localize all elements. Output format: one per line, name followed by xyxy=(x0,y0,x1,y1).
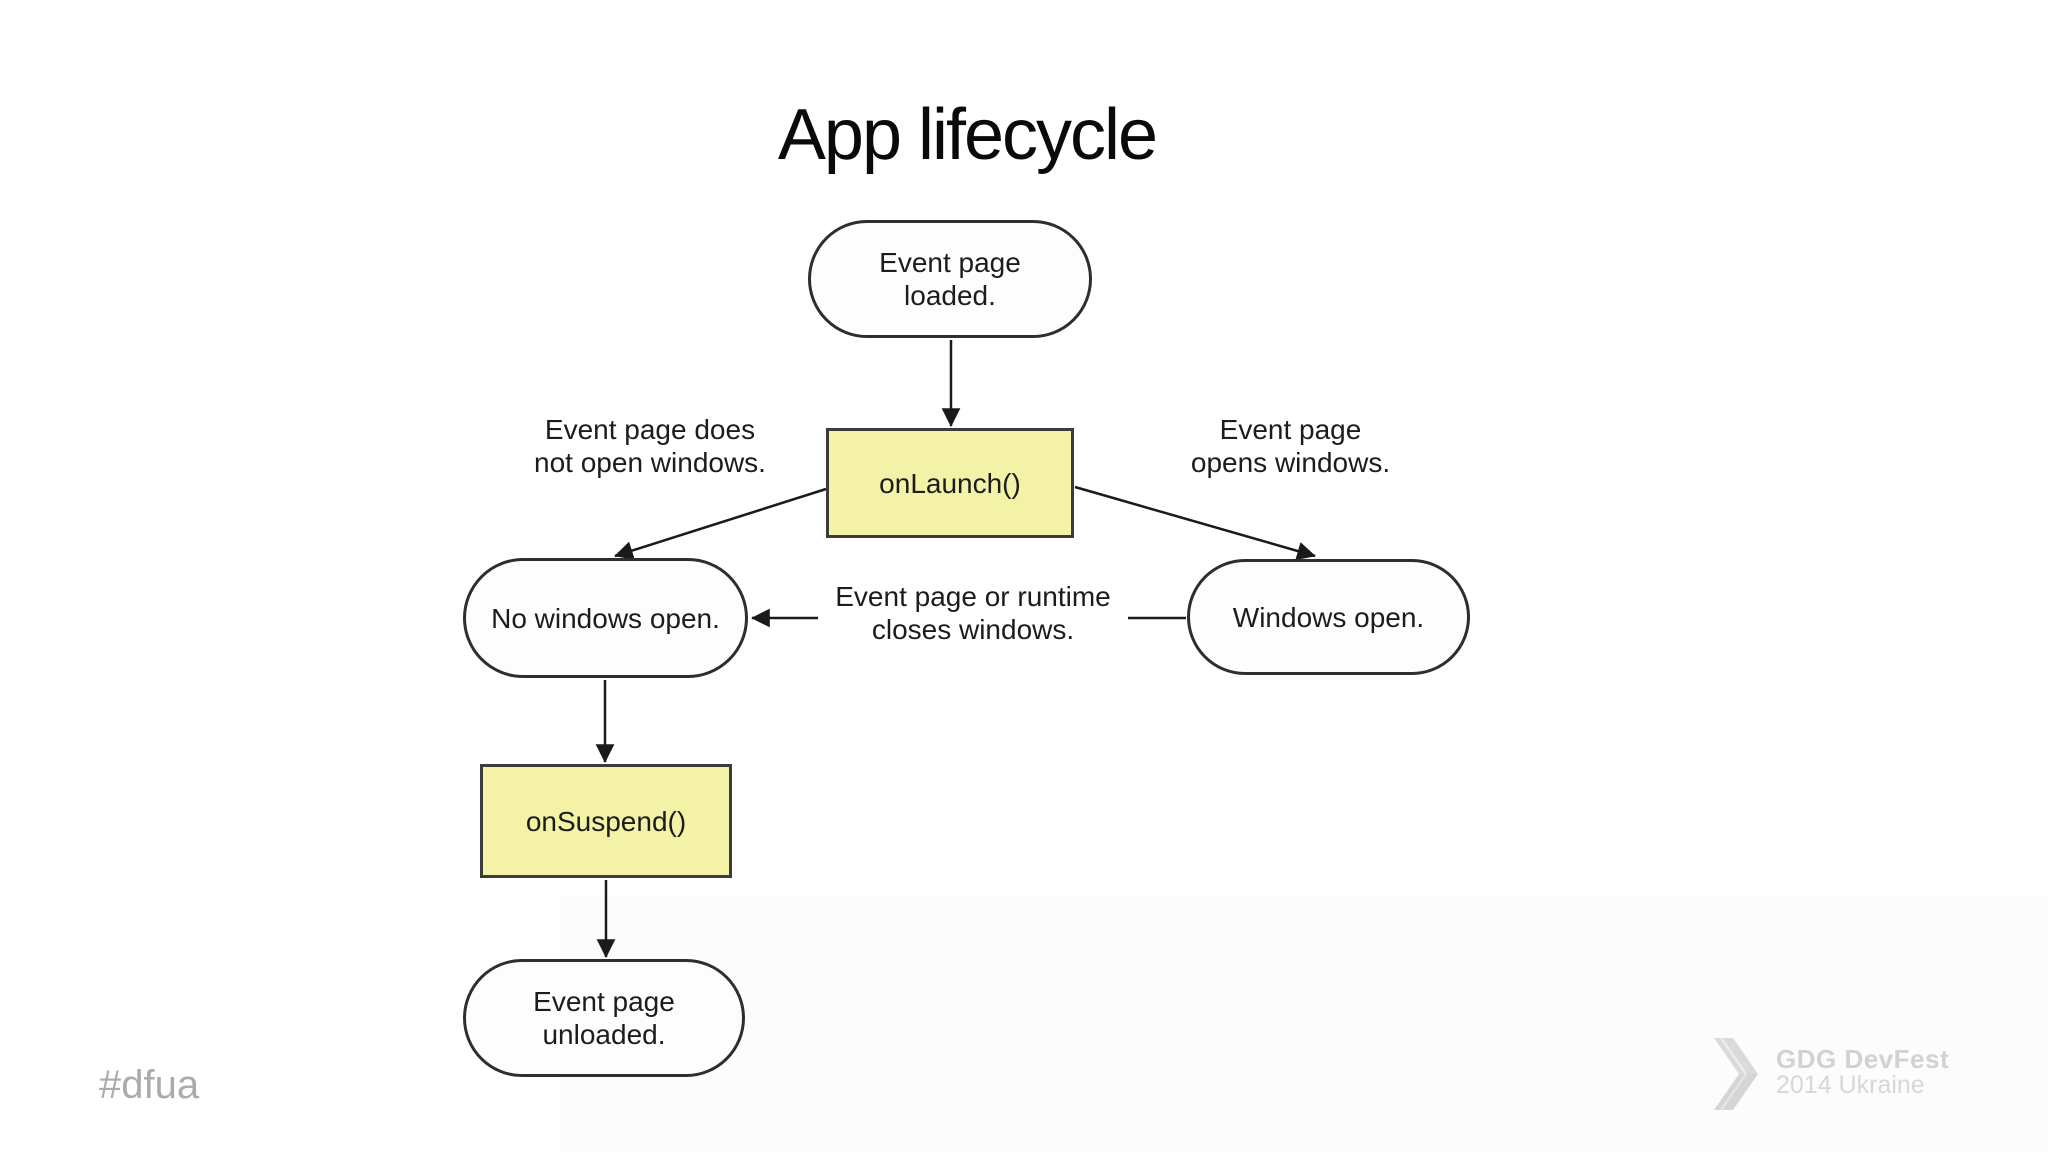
edge-label-does-not-open-windows: Event page does not open windows. xyxy=(534,414,766,478)
slide-title: App lifecycle xyxy=(777,95,1158,175)
hashtag-label: #dfua xyxy=(99,1063,200,1107)
background-tint xyxy=(560,897,2048,1152)
node-event-page-unloaded: Event page unloaded. xyxy=(463,959,745,1077)
chevron-icon xyxy=(1714,1037,1758,1111)
node-windows-open: Windows open. xyxy=(1187,559,1470,675)
arrow-onlaunch-to-windows xyxy=(1074,485,1316,561)
logo-edition: 2014 Ukraine xyxy=(1776,1071,1925,1099)
node-onsuspend: onSuspend() xyxy=(480,764,732,878)
logo-name: GDG DevFest xyxy=(1776,1044,1950,1074)
arrow-onlaunch-to-nowindows xyxy=(614,487,827,560)
node-event-page-loaded: Event page loaded. xyxy=(808,220,1092,338)
logo-text: GDG DevFest 2014 Ukraine xyxy=(1776,1036,1949,1098)
node-onlaunch: onLaunch() xyxy=(826,428,1074,538)
edge-label-opens-windows: Event page opens windows. xyxy=(1190,414,1391,478)
edge-label-closes-windows: Event page or runtime closes windows. xyxy=(818,580,1128,652)
node-no-windows-open: No windows open. xyxy=(463,558,748,678)
gdg-devfest-logo: GDG DevFest 2014 Ukraine xyxy=(1712,1036,1949,1112)
